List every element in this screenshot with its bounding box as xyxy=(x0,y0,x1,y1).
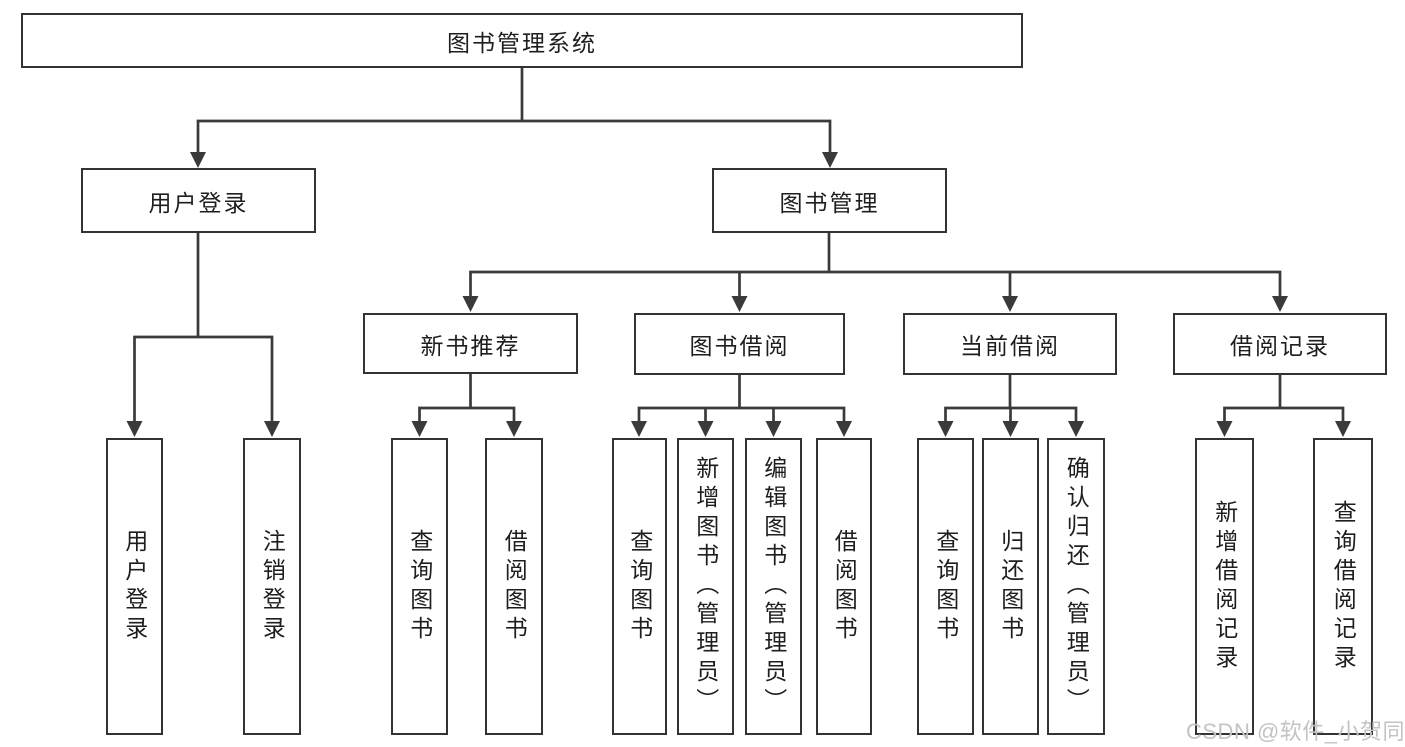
node-book-management-label: 图书管理 xyxy=(779,189,880,216)
node-current-borrowing: 当前借阅 xyxy=(903,313,1117,375)
node-new-book-recommendation: 新书推荐 xyxy=(363,313,578,374)
leaf-query-books-recommend: 查询图书 xyxy=(391,438,448,735)
leaf-confirm-return-admin-label: 确认归还（管理员） xyxy=(1063,456,1090,717)
leaf-add-borrow-record: 新增借阅记录 xyxy=(1195,438,1254,735)
node-book-borrowing: 图书借阅 xyxy=(634,313,845,375)
leaf-query-books-current-label: 查询图书 xyxy=(932,528,959,645)
node-library-management-system: 图书管理系统 xyxy=(21,13,1023,68)
leaf-query-books-recommend-label: 查询图书 xyxy=(406,528,433,645)
leaf-add-books-admin: 新增图书（管理员） xyxy=(677,438,734,735)
node-library-management-system-label: 图书管理系统 xyxy=(447,29,597,56)
leaf-query-books-borrowing: 查询图书 xyxy=(612,438,667,735)
node-book-borrowing-label: 图书借阅 xyxy=(689,333,790,359)
node-user-login: 用户登录 xyxy=(81,168,316,233)
node-borrowing-records: 借阅记录 xyxy=(1173,313,1387,375)
leaf-borrow-books-recommend-label: 借阅图书 xyxy=(501,528,528,645)
leaf-borrow-books-recommend: 借阅图书 xyxy=(485,438,543,735)
watermark: CSDN @软件_小贺同学 xyxy=(1186,719,1405,744)
leaf-confirm-return-admin: 确认归还（管理员） xyxy=(1047,438,1105,735)
node-book-management: 图书管理 xyxy=(712,168,947,233)
leaf-borrow-books-label: 借阅图书 xyxy=(831,528,858,645)
node-user-login-label: 用户登录 xyxy=(148,189,249,216)
leaf-add-borrow-record-label: 新增借阅记录 xyxy=(1211,499,1238,674)
leaf-logout-label: 注销登录 xyxy=(259,528,286,645)
leaf-query-books-borrowing-label: 查询图书 xyxy=(626,528,653,645)
leaf-return-books-label: 归还图书 xyxy=(997,528,1024,645)
leaf-user-login: 用户登录 xyxy=(106,438,163,735)
leaf-borrow-books: 借阅图书 xyxy=(816,438,872,735)
leaf-edit-books-admin-label: 编辑图书（管理员） xyxy=(760,456,787,717)
node-new-book-recommendation-label: 新书推荐 xyxy=(420,332,521,359)
leaf-query-books-current: 查询图书 xyxy=(917,438,974,735)
leaf-user-login-label: 用户登录 xyxy=(121,528,148,645)
leaf-edit-books-admin: 编辑图书（管理员） xyxy=(745,438,802,735)
node-borrowing-records-label: 借阅记录 xyxy=(1230,333,1330,359)
leaf-query-borrow-record-label: 查询借阅记录 xyxy=(1330,499,1357,674)
leaf-return-books: 归还图书 xyxy=(982,438,1039,735)
node-current-borrowing-label: 当前借阅 xyxy=(960,333,1060,359)
leaf-query-borrow-record: 查询借阅记录 xyxy=(1313,438,1373,735)
leaf-logout: 注销登录 xyxy=(243,438,301,735)
leaf-add-books-admin-label: 新增图书（管理员） xyxy=(692,456,719,717)
